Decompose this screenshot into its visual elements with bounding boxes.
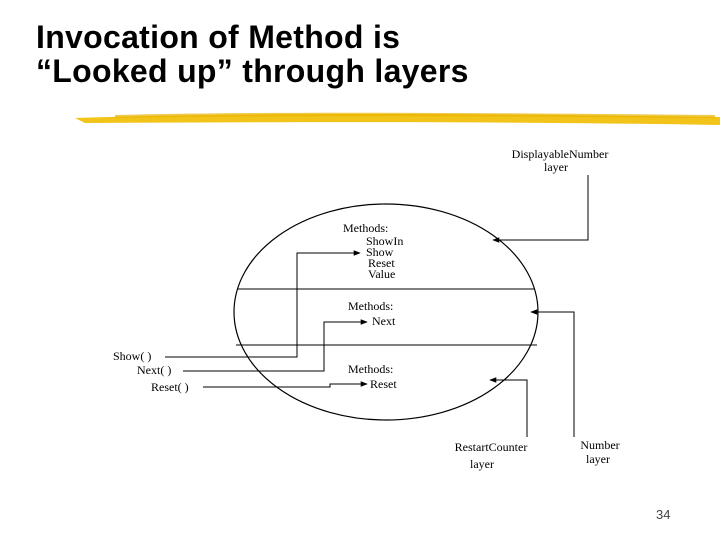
displayable-layer-name: DisplayableNumber bbox=[512, 147, 609, 161]
top-method-value: Value bbox=[368, 267, 395, 281]
middle-method-next: Next bbox=[372, 314, 396, 328]
bottom-methods-header: Methods: bbox=[348, 362, 393, 376]
middle-methods-header: Methods: bbox=[348, 299, 393, 313]
bottom-method-reset: Reset bbox=[370, 377, 397, 391]
number-layer-name: Number bbox=[580, 438, 619, 452]
restart-layer-word: layer bbox=[470, 457, 494, 471]
call-show: Show( ) bbox=[113, 349, 151, 363]
call-reset: Reset( ) bbox=[151, 380, 189, 394]
top-methods-header: Methods: bbox=[343, 221, 388, 235]
displayable-layer-word: layer bbox=[544, 160, 568, 174]
number-layer-word: layer bbox=[586, 452, 610, 466]
restart-layer-name: RestartCounter bbox=[455, 440, 528, 454]
reset-call-arrow bbox=[203, 384, 367, 387]
restart-layer-arrow bbox=[490, 380, 527, 437]
call-next: Next( ) bbox=[137, 363, 171, 377]
displayable-layer-arrow bbox=[493, 175, 588, 240]
number-layer-arrow bbox=[531, 312, 574, 437]
show-call-arrow bbox=[165, 253, 360, 357]
next-call-arrow bbox=[183, 322, 367, 371]
page-number: 34 bbox=[656, 507, 670, 522]
